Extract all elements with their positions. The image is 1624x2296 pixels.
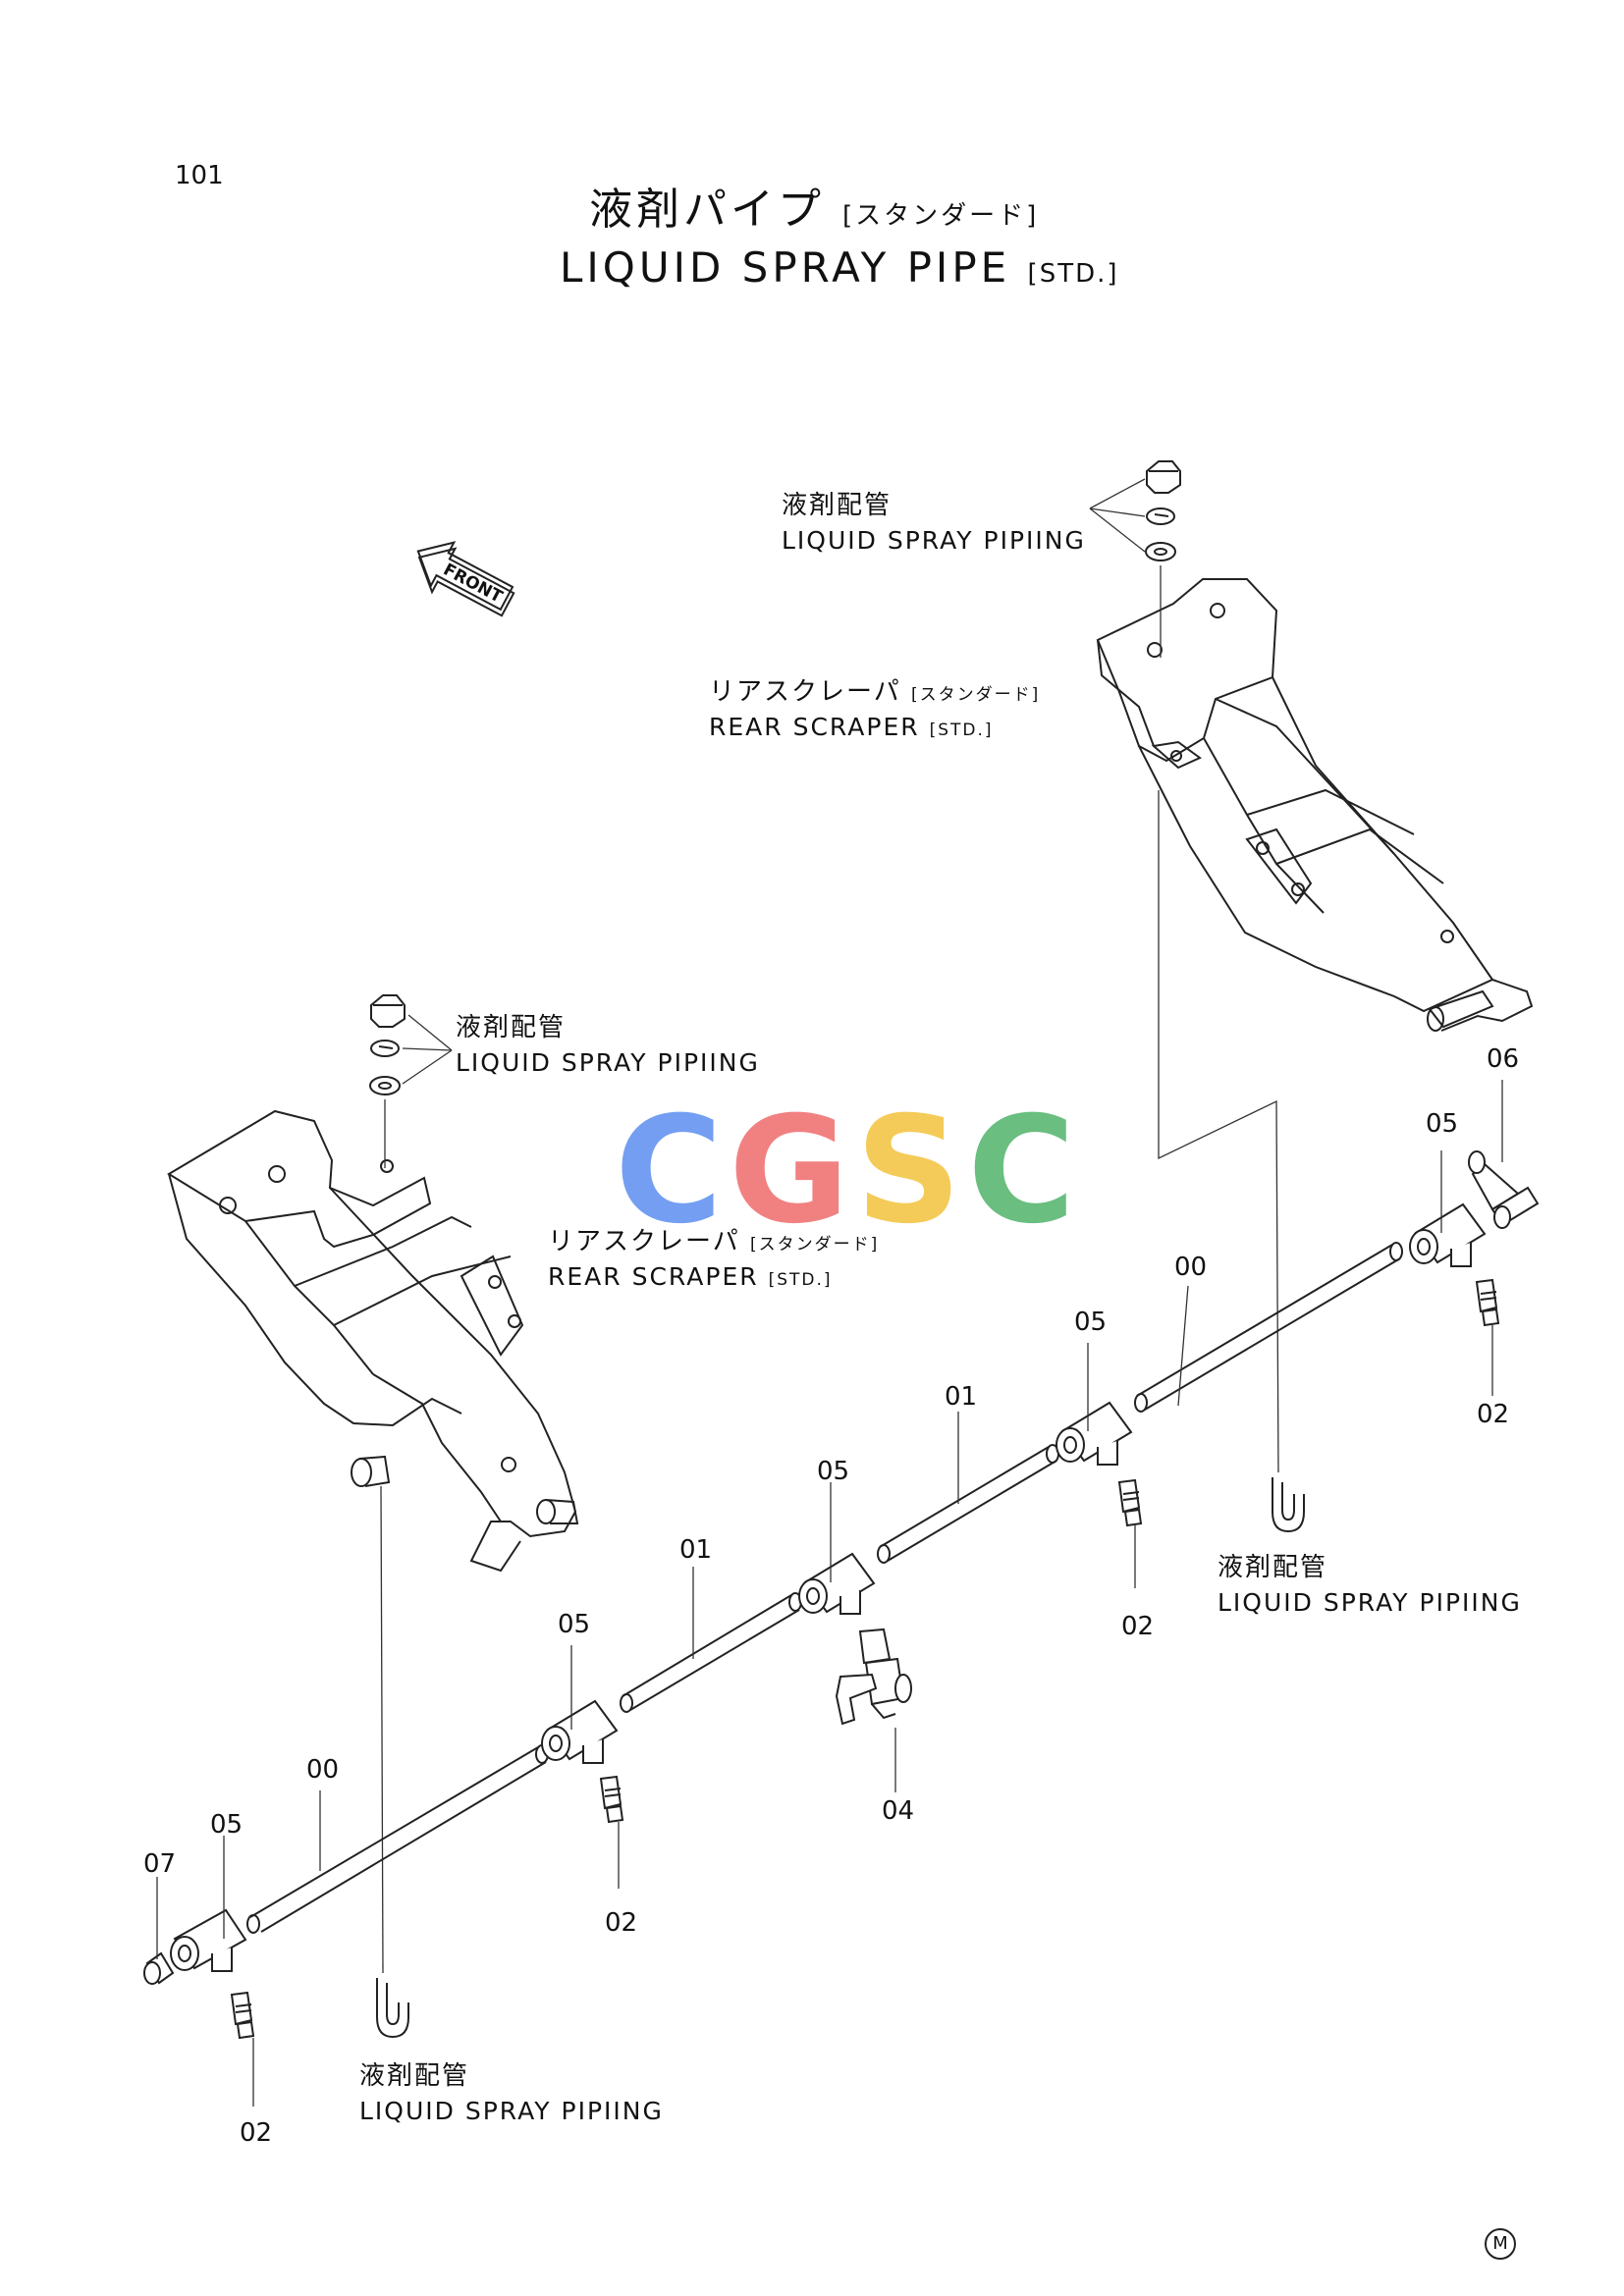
m-mark-icon: M [1485,2228,1516,2260]
label-piping-top-ja: 液剤配管 [782,491,893,520]
hose-end-right [1272,1477,1305,1533]
leader-right [1158,790,1279,1473]
label-scraper-left-en-sub: [STD.] [768,1270,833,1290]
label-piping-mid-en: LIQUID SPRAY PIPIING [1218,1588,1522,1617]
logo-letter-c2: C [967,1086,1082,1256]
tee-fitting-05-a [1409,1202,1487,1267]
part-number-02-a: 02 [1477,1400,1510,1429]
part-number-01-a: 01 [945,1382,978,1412]
part-number-02-d: 02 [240,2118,273,2148]
part-number-00-b: 00 [306,1755,340,1785]
label-scraper-left-ja-main: リアスクレーパ [548,1227,740,1256]
nipple-02-a [1475,1278,1500,1327]
part-number-05-b: 05 [1074,1308,1108,1337]
elbow-fitting-06 [1468,1150,1540,1229]
label-scraper-right-ja: リアスクレーパ [スタンダード] [709,679,1040,705]
part-number-02-c: 02 [605,1908,638,1938]
part-number-05-c: 05 [817,1457,850,1486]
part-number-00-a: 00 [1174,1253,1208,1282]
tee-fitting-05-b [1056,1401,1133,1466]
part-number-04: 04 [882,1796,915,1826]
label-scraper-right-en-sub: [STD.] [929,721,994,740]
part-number-06: 06 [1487,1044,1520,1074]
plug-07 [143,1951,175,1985]
label-scraper-left-en: REAR SCRAPER [STD.] [548,1264,833,1289]
nipple-02-c [599,1775,624,1824]
label-piping-top-en: LIQUID SPRAY PIPIING [782,526,1086,555]
valve-04 [835,1628,912,1726]
cgsc-watermark-logo: CGSC [615,1097,1081,1245]
hardware-stack-right [1089,460,1181,658]
label-scraper-left-ja: リアスクレーパ [スタンダード] [548,1229,879,1255]
part-number-05-a: 05 [1426,1109,1459,1139]
rear-scraper-left [167,1109,579,1573]
hardware-stack-left [369,994,453,1168]
label-scraper-right-ja-sub: [スタンダード] [911,685,1041,705]
tee-fitting-05-c [541,1699,619,1764]
page-number: 101 [175,161,224,190]
label-scraper-right-ja-main: リアスクレーパ [709,677,901,707]
logo-letter-c1: C [615,1086,730,1256]
leader-left [380,1485,384,1974]
front-arrow-icon: FRONT [416,541,515,617]
part-number-02-b: 02 [1121,1612,1155,1641]
label-scraper-left-en-main: REAR SCRAPER [548,1262,759,1291]
label-scraper-right-en: REAR SCRAPER [STD.] [709,715,994,739]
page-title-en: LIQUID SPRAY PIPE [STD.] [560,247,1119,289]
nipple-02-d [230,1991,255,2040]
part-number-05-d: 05 [558,1610,591,1639]
label-scraper-right-en-main: REAR SCRAPER [709,713,920,741]
label-piping-bottom-en: LIQUID SPRAY PIPIING [359,2097,664,2125]
page-title-ja: 液剤パイプ [スタンダード] [589,188,1039,232]
logo-letter-g: G [729,1086,856,1256]
label-piping-left-en: LIQUID SPRAY PIPIING [456,1048,760,1077]
part-number-07: 07 [143,1849,177,1879]
part-number-01-b: 01 [679,1535,713,1565]
title-en-sub: [STD.] [1027,259,1119,289]
nipple-02-b [1117,1478,1143,1527]
tee-fitting-05-e [170,1908,247,1972]
title-en-main: LIQUID SPRAY PIPE [560,243,1011,292]
pipe-assembly [143,1080,1540,2107]
title-ja-sub: [スタンダード] [842,201,1040,231]
title-ja-main: 液剤パイプ [589,185,825,235]
label-piping-bottom-ja: 液剤配管 [359,2061,470,2091]
hose-end-left [376,1978,409,2039]
logo-letter-s: S [855,1086,968,1256]
label-scraper-left-ja-sub: [スタンダード] [750,1235,880,1255]
label-piping-left-ja: 液剤配管 [456,1013,567,1042]
rear-scraper-right [1096,578,1534,1032]
label-piping-mid-ja: 液剤配管 [1218,1553,1328,1582]
tee-fitting-05-d [798,1552,876,1615]
part-number-05-e: 05 [210,1810,244,1840]
